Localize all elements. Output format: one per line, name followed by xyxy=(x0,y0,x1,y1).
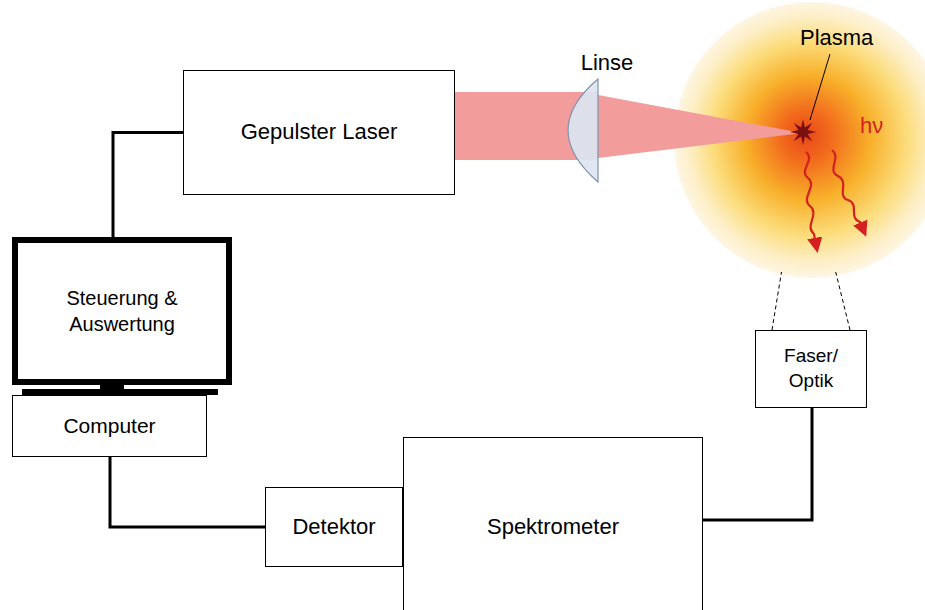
computer-box: Computer xyxy=(12,395,207,457)
detector-box: Detektor xyxy=(265,487,403,567)
cable-line xyxy=(110,457,265,527)
node-label: Computer xyxy=(63,412,155,439)
laser-box: Gepulster Laser xyxy=(183,70,455,195)
connector-stroke xyxy=(836,272,850,330)
view-cone xyxy=(772,272,850,330)
node-label: Linse xyxy=(572,49,642,78)
emission-arrow xyxy=(832,150,865,234)
monitor-screen: Steuerung & Auswertung xyxy=(12,237,232,385)
focused-beam xyxy=(598,95,802,158)
lens-outline xyxy=(568,79,598,182)
node-sublabel: hν xyxy=(860,112,883,141)
cable-line xyxy=(703,408,812,520)
cable-line xyxy=(113,133,183,238)
connector-stroke xyxy=(772,272,782,330)
node-label: Faser/ Optik xyxy=(775,344,847,393)
emission-arrow xyxy=(805,152,817,250)
node-label: Steuerung & Auswertung xyxy=(37,285,207,337)
node-label: Plasma xyxy=(800,24,873,53)
connector-stroke xyxy=(110,457,265,527)
leader-line xyxy=(810,54,830,120)
node-label: Detektor xyxy=(292,513,375,542)
fiber-optics-box: Faser/ Optik xyxy=(755,330,867,408)
connector-stroke xyxy=(703,408,812,520)
plasma-spark xyxy=(790,119,816,145)
lens: Linse xyxy=(560,45,630,185)
plasma-region: Plasma hν xyxy=(674,2,925,278)
node-label: Spektrometer xyxy=(487,513,619,542)
spectrometer-box: Spektrometer xyxy=(403,437,703,610)
lens-shape xyxy=(560,78,630,184)
node-label: Gepulster Laser xyxy=(241,118,398,147)
connector-stroke xyxy=(113,133,183,238)
